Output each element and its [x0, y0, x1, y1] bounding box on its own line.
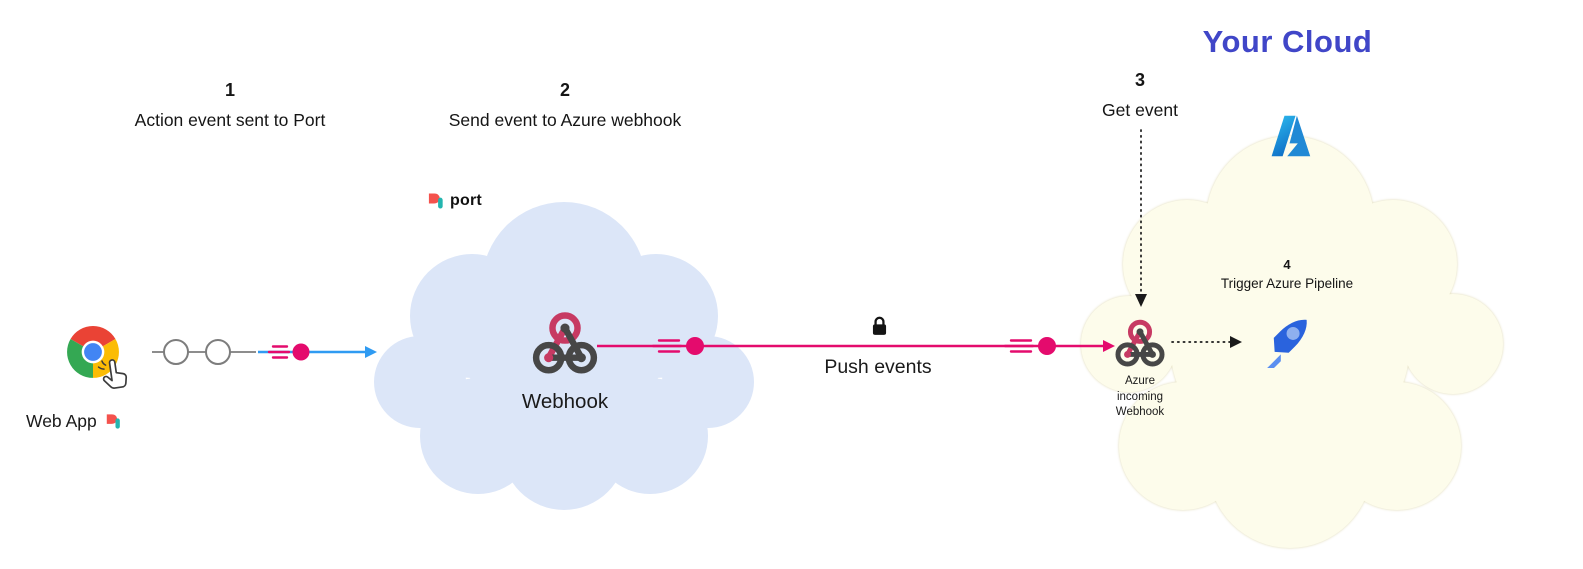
event-queue-line — [152, 351, 256, 353]
step-1-label: Action event sent to Port — [134, 110, 326, 130]
webhook-node-label: Webhook — [521, 390, 609, 413]
arrow-trigger-pipeline — [1171, 336, 1242, 348]
step-3-label: Get event — [1102, 100, 1178, 120]
step-2-label: Send event to Azure webhook — [448, 110, 682, 130]
azure-logo-icon — [1271, 115, 1311, 157]
arrow-webapp-to-port — [258, 343, 377, 361]
port-logo-icon — [428, 193, 443, 209]
step-1-number: 1 — [224, 80, 235, 100]
event-circle-1 — [163, 339, 189, 365]
step-4-label: Trigger Azure Pipeline — [1220, 276, 1354, 291]
azure-incoming-webhook-label: Azure incoming Webhook — [1088, 374, 1192, 421]
step-4: 4 Trigger Azure Pipeline — [1197, 257, 1377, 291]
step-3-number: 3 — [1134, 70, 1145, 90]
push-events-label: Push events — [824, 356, 932, 378]
azure-incoming-webhook-label-line3: Webhook — [1115, 406, 1165, 418]
port-brand-label: port — [450, 192, 482, 209]
event-circle-2 — [205, 339, 231, 365]
arrow-get-event — [1135, 129, 1147, 307]
click-hand-icon — [97, 359, 128, 389]
webhook-icon — [532, 312, 598, 374]
port-logo-icon — [106, 414, 120, 429]
chrome-browser-icon — [67, 326, 119, 378]
step-4-number: 4 — [1283, 257, 1291, 272]
your-cloud-title: Your Cloud — [1202, 24, 1373, 59]
azure-incoming-webhook-label-line2: incoming — [1116, 390, 1164, 403]
azure-pipelines-rocket-icon — [1267, 319, 1307, 369]
web-app-node: Web App — [26, 411, 123, 432]
lock-icon — [872, 316, 887, 335]
step-1: 1 Action event sent to Port — [90, 80, 370, 131]
azure-incoming-webhook-label-line1: Azure — [1124, 375, 1156, 387]
azure-incoming-webhook-icon — [1115, 319, 1165, 367]
step-2-number: 2 — [559, 80, 570, 100]
step-3: 3 Get event — [1064, 70, 1216, 121]
web-app-label: Web App — [26, 411, 97, 431]
arrow-push-events — [597, 337, 1115, 355]
step-2: 2 Send event to Azure webhook — [415, 80, 715, 131]
port-brand: port — [426, 191, 482, 211]
